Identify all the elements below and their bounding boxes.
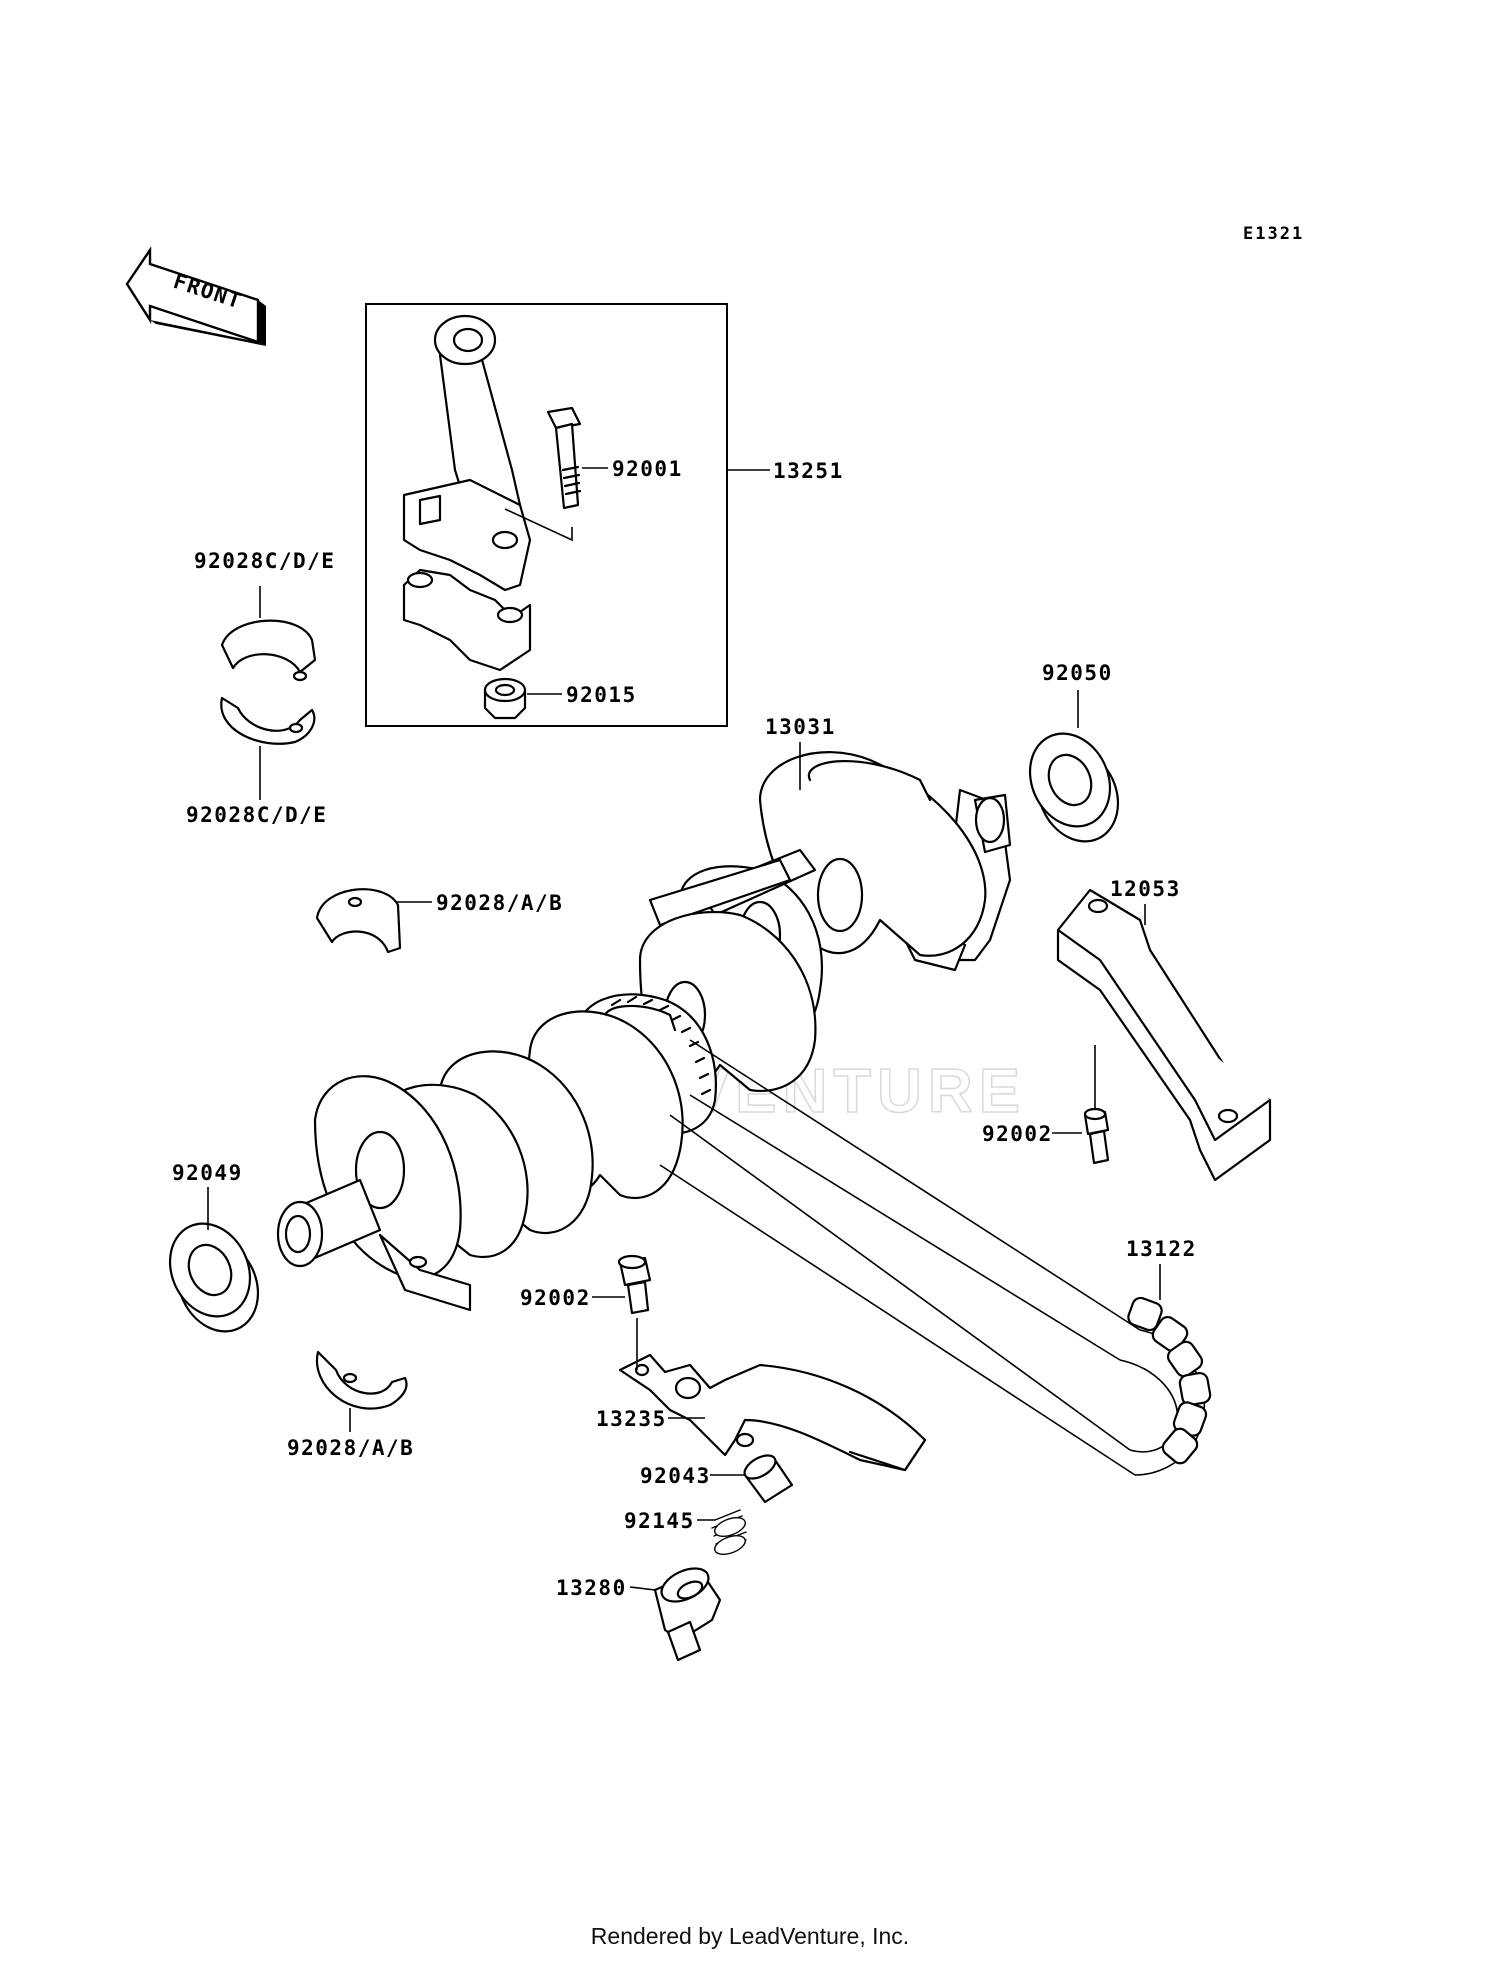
label-92028ab-lower: 92028/A/B: [287, 1436, 414, 1460]
label-12053: 12053: [1110, 877, 1181, 901]
label-92015: 92015: [566, 683, 637, 707]
label-92028cde-upper: 92028C/D/E: [194, 549, 335, 573]
label-92002-upper: 92002: [982, 1122, 1053, 1146]
connecting-rod: [402, 314, 532, 672]
tensioner-plunger: [743, 1454, 794, 1504]
cam-chain: [659, 1039, 1212, 1476]
label-13235: 13235: [596, 1407, 667, 1431]
label-92002-lower: 92002: [520, 1286, 591, 1310]
leader-lines: [207, 467, 1161, 1591]
main-bearing-lower: [315, 1350, 408, 1410]
footer-credit: Rendered by LeadVenture, Inc.: [590, 1923, 910, 1949]
label-13122: 13122: [1126, 1237, 1197, 1261]
label-92145: 92145: [624, 1509, 695, 1533]
label-92050: 92050: [1042, 661, 1113, 685]
conrod-bolt: [546, 406, 582, 510]
label-92001: 92001: [612, 457, 683, 481]
guide-bolt-upper: [1083, 1107, 1110, 1165]
chain-guide: [1056, 888, 1272, 1182]
tensioner-bolt: [653, 1567, 722, 1662]
oil-seal-92049: [168, 1222, 260, 1333]
label-13251: 13251: [773, 459, 844, 483]
label-13280: 13280: [556, 1576, 627, 1600]
crankshaft: [276, 751, 1012, 1312]
diagram-code: E1321: [1243, 224, 1304, 244]
tensioner-bolt-lower: [617, 1254, 652, 1315]
label-92049: 92049: [172, 1161, 243, 1185]
label-92028cde-lower: 92028C/D/E: [186, 803, 327, 827]
front-arrow-icon: FRONT: [125, 246, 266, 346]
label-13031: 13031: [765, 715, 836, 739]
bearing-shell-upper: [220, 619, 317, 682]
label-92028ab-upper: 92028/A/B: [436, 891, 563, 915]
bearing-shell-lower: [220, 696, 316, 745]
bolt-guide-line: [504, 508, 573, 542]
chain-tensioner: [618, 1353, 927, 1472]
conrod-nut: [483, 677, 527, 720]
tensioner-spring: [711, 1509, 747, 1555]
conrod-assembly-box: [365, 303, 728, 727]
main-bearing-upper: [315, 888, 402, 954]
label-92043: 92043: [640, 1464, 711, 1488]
oil-seal-92050: [1028, 732, 1120, 843]
